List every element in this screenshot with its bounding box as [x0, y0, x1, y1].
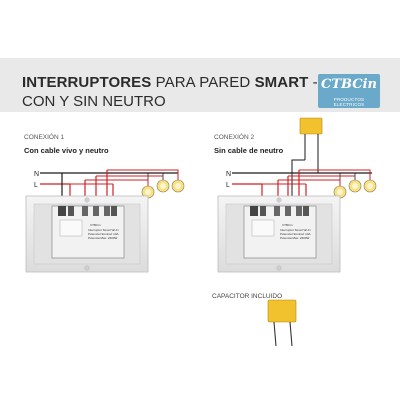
connection2-subtitle: Sin cable de neutro	[214, 146, 284, 155]
title-bold-2: SMART	[254, 74, 309, 91]
line-l-label-2: L	[226, 182, 230, 189]
device-brand: CTBCin	[90, 223, 101, 227]
capacitor-included	[267, 299, 297, 347]
device-brand-2: CTBCin	[282, 223, 293, 227]
line-n-label-2: N	[226, 171, 231, 178]
connection1-subtitle: Con cable vivo y neutro	[24, 146, 109, 155]
connection2-diagram: N L	[217, 117, 377, 273]
device-model-2: Interruptor Smart Wi-Fi	[280, 228, 311, 232]
capacitor-top	[299, 117, 323, 160]
connection2-label: CONEXIÓN 2	[214, 134, 255, 141]
line-l-label: L	[34, 182, 38, 189]
page-subtitle: CON Y SIN NEUTRO	[22, 93, 166, 110]
device-spec-2-2: Potencia Max: 2200W	[280, 236, 310, 240]
device-spec-1: Potencia Nominal: 10A	[88, 232, 119, 236]
title-regular-1: PARA PARED	[151, 74, 255, 91]
bulb-2	[156, 173, 170, 193]
device-model: Interruptor Smart Wi-Fi	[88, 228, 119, 232]
brand-logo: CTBCin PRODUCTOS ELECTRICOS	[318, 74, 380, 108]
logo-text: CTBCin	[321, 77, 377, 92]
connection1-diagram: N L	[25, 169, 185, 273]
connection1-label: CONEXIÓN 1	[24, 134, 65, 141]
device-spec-1-2: Potencia Nominal: 10A	[280, 232, 311, 236]
bulb-3	[171, 173, 185, 193]
capacitor-label: CAPACITOR INCLUIDO	[212, 293, 283, 300]
device-spec-2: Potencia Max: 2200W	[88, 236, 118, 240]
title-bold-1: INTERRUPTORES	[22, 74, 152, 91]
logo-subtext: PRODUCTOS ELECTRICOS	[333, 97, 365, 107]
line-n-label: N	[34, 171, 39, 178]
